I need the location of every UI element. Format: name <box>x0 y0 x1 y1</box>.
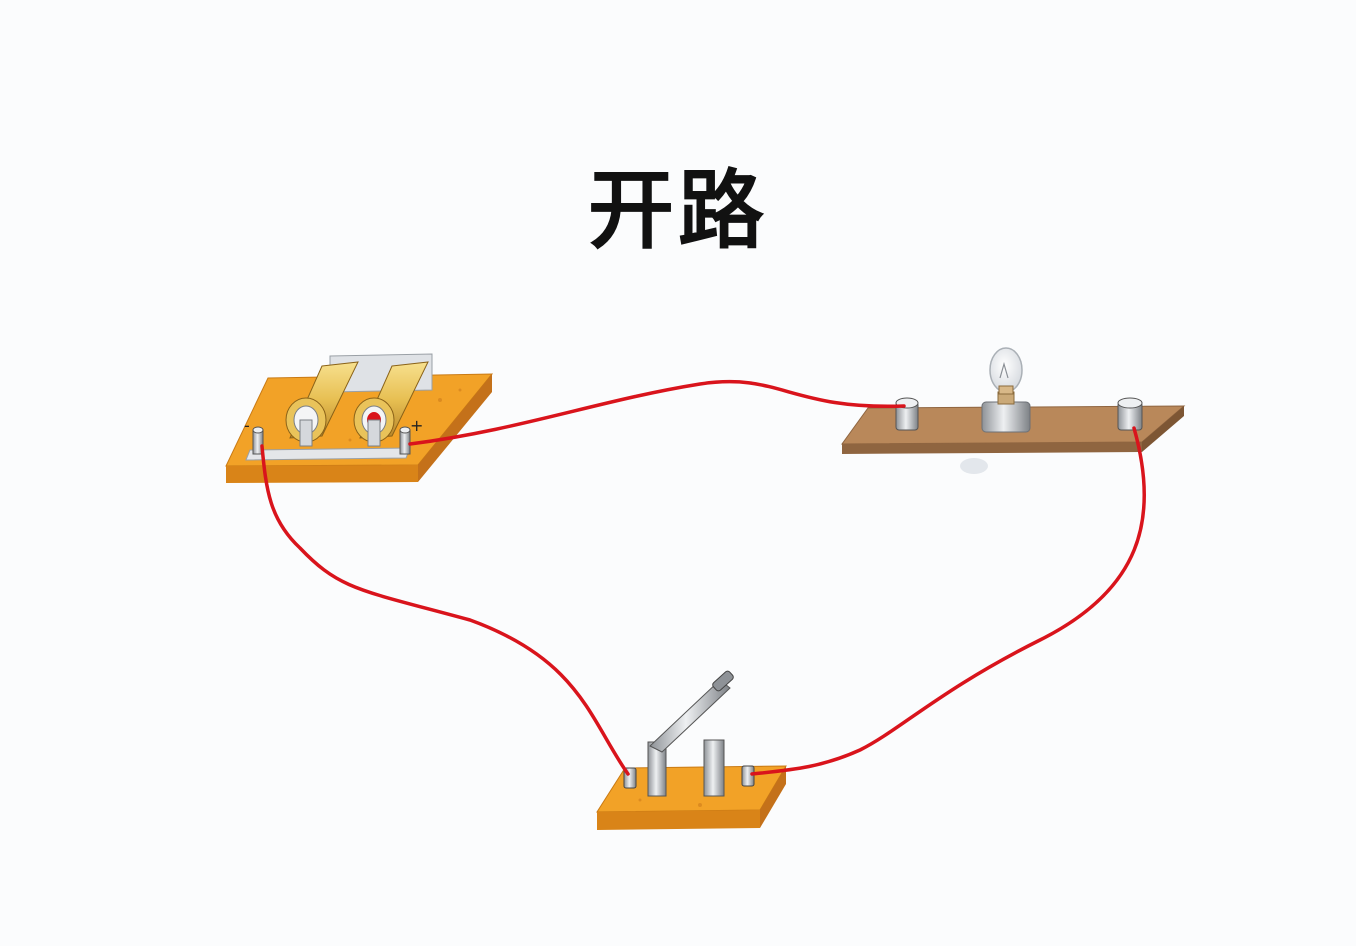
lamp-holder <box>841 347 1186 474</box>
wire-lamp-to-switch <box>750 426 1147 776</box>
wires <box>260 379 1147 776</box>
battery-holder <box>225 353 494 483</box>
battery-cell-2 <box>353 361 429 447</box>
lamp-terminal-left <box>895 397 919 431</box>
switch-blade <box>649 679 731 753</box>
switch-contact-post <box>703 739 725 797</box>
battery-board-front <box>226 465 418 483</box>
wire-battery-to-lamp <box>408 379 906 446</box>
battery-terminal-negative <box>252 426 264 455</box>
lamp-socket <box>981 401 1031 433</box>
wire-switch-to-battery <box>260 444 630 776</box>
knife-switch <box>596 670 787 830</box>
switch-terminal-right <box>741 765 755 787</box>
lamp-terminal-right <box>1117 397 1143 431</box>
battery-cell-1 <box>285 361 359 447</box>
battery-board-side <box>418 374 492 482</box>
diagram-title: 开路 <box>588 161 768 261</box>
switch-board-front <box>597 810 760 830</box>
lamp-board-front <box>842 442 1142 454</box>
light-bulb-icon <box>989 347 1023 395</box>
battery-terminal-positive <box>399 426 411 455</box>
battery-positive-label: + <box>410 416 424 435</box>
battery-negative-label: - <box>244 416 250 435</box>
